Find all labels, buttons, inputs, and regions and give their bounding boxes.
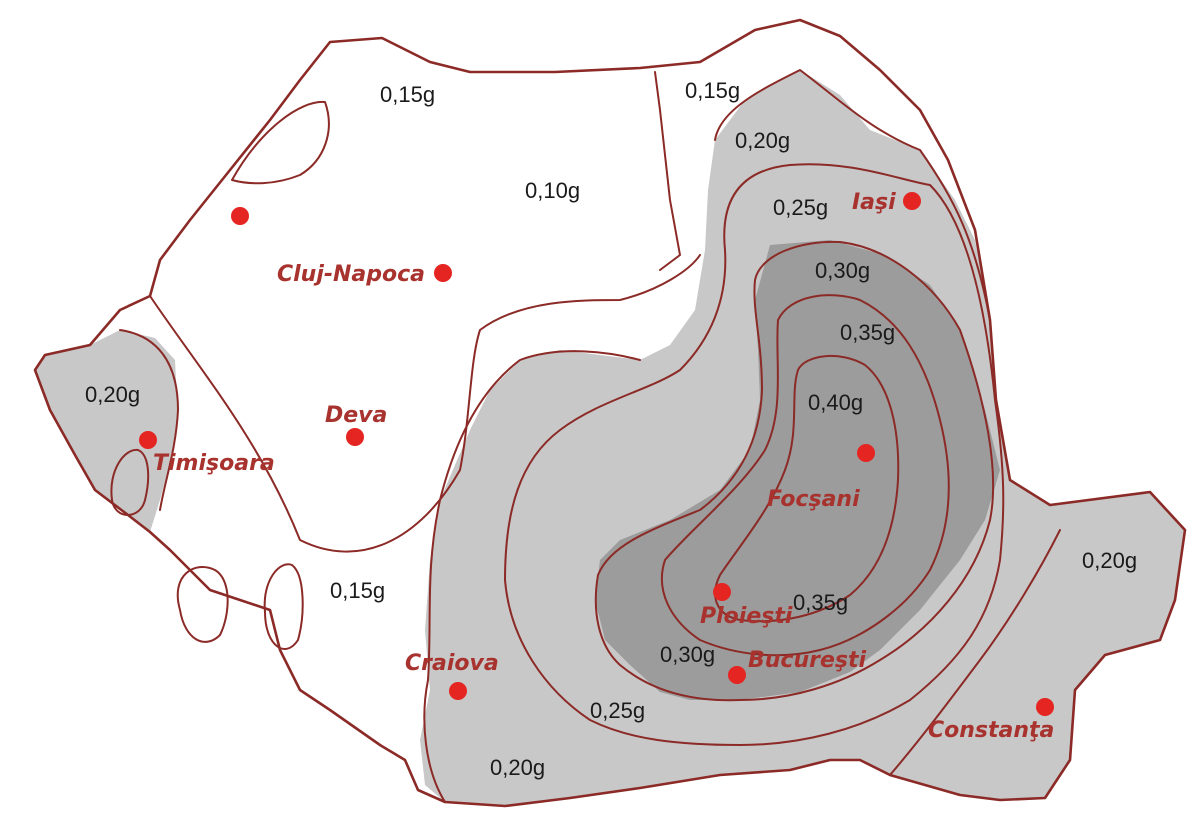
boundary-020-south (423, 350, 641, 803)
enclave-sw-3 (263, 563, 304, 650)
zone-label: 0,10g (525, 178, 580, 203)
city-marker-bucuresti (728, 666, 746, 684)
city-label-timisoara: Timişoara (153, 451, 275, 476)
zone-label: 0,20g (490, 755, 545, 780)
boundary-center-010 (149, 254, 701, 553)
city-marker-iasi (903, 192, 921, 210)
boundary-west-020 (119, 329, 179, 511)
city-marker-timisoara (139, 431, 157, 449)
city-label-focsani: Focşani (767, 487, 860, 512)
city-marker-deva (346, 428, 364, 446)
boundary-dobrogea (889, 529, 1061, 776)
country-border (33, 18, 1187, 808)
zone-label: 0,15g (380, 82, 435, 107)
zone-west-020-fill (35, 330, 178, 532)
zone-label: 0,20g (735, 128, 790, 153)
zone-label: 0,20g (85, 382, 140, 407)
zone-label: 0,25g (590, 698, 645, 723)
city-label-iasi: Iaşi (852, 190, 896, 215)
oradea-marker (231, 207, 249, 225)
city-marker-craiova (449, 682, 467, 700)
zone-label: 0,35g (840, 320, 895, 345)
enclave-sw-1 (110, 448, 150, 516)
boundary-035 (660, 294, 950, 657)
city-marker-cluj-napoca (434, 264, 452, 282)
zone-label: 0,15g (685, 78, 740, 103)
boundary-ne-015 (654, 71, 681, 271)
city-label-constanta: Constanţa (928, 718, 1054, 743)
zone-label: 0,40g (808, 390, 863, 415)
city-label-ploiesti: Ploieşti (700, 604, 793, 629)
zone-label: 0,25g (773, 195, 828, 220)
zone-030-040-fill (595, 240, 1000, 700)
city-label-craiova: Craiova (405, 651, 499, 676)
city-marker-ploiesti (713, 583, 731, 601)
city-marker-constanta (1036, 698, 1054, 716)
boundary-030 (594, 240, 995, 702)
zone-label: 0,35g (793, 590, 848, 615)
city-marker-focsani (857, 444, 875, 462)
city-label-bucuresti: Bucureşti (748, 648, 867, 673)
boundary-020-outer (714, 69, 991, 321)
boundary-040 (714, 354, 900, 623)
zone-label: 0,20g (1082, 548, 1137, 573)
zone-label: 0,30g (815, 258, 870, 283)
boundary-nw-enclave (231, 100, 330, 185)
city-label-deva: Deva (325, 403, 387, 428)
zone-label: 0,30g (660, 642, 715, 667)
city-label-cluj-napoca: Cluj-Napoca (277, 262, 425, 287)
enclave-sw-2 (176, 565, 229, 643)
zone-label: 0,15g (330, 578, 385, 603)
boundary-025 (504, 163, 1005, 746)
